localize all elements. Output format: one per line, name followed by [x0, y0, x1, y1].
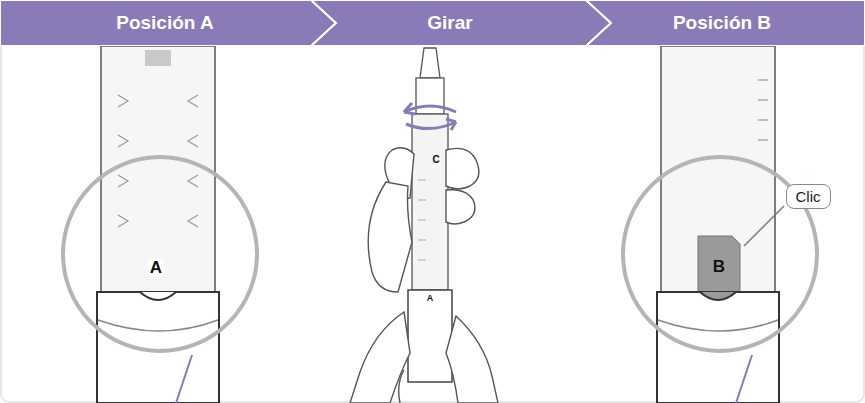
- step-title: Girar: [427, 12, 472, 34]
- position-letter: B: [711, 258, 727, 275]
- position-letter: C: [430, 155, 441, 165]
- step-title: Posición B: [673, 12, 771, 34]
- step-chevron: Posición A: [0, 0, 336, 46]
- hand-turning-pen: [350, 48, 498, 403]
- step-chevron: Girar: [311, 0, 611, 46]
- pen-closeup-a: [63, 46, 257, 403]
- step-title: Posición A: [116, 12, 213, 34]
- callout-bubble: Clic: [786, 184, 831, 209]
- pen-closeup-b: [623, 46, 817, 403]
- step-chevron: Posición B: [586, 0, 865, 46]
- position-letter: A: [148, 259, 164, 276]
- position-letter: A: [425, 294, 436, 303]
- callout-text: Clic: [796, 188, 821, 205]
